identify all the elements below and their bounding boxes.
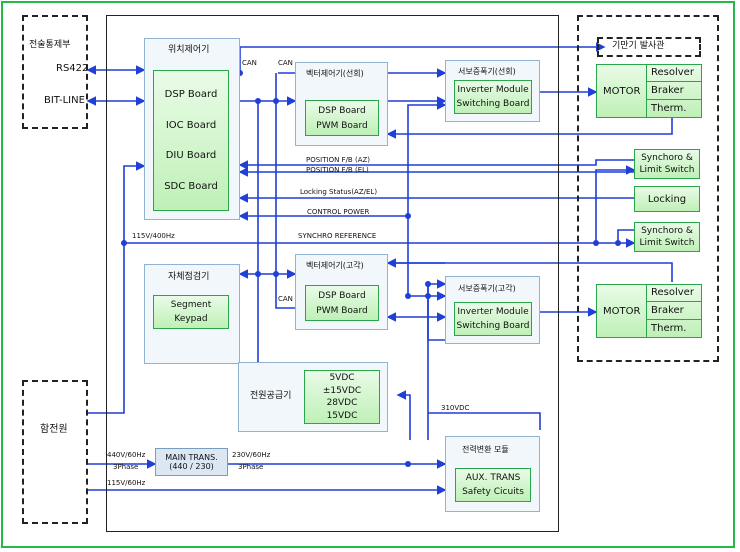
vector-el-pwm: PWM Board	[316, 305, 368, 316]
v440-label: 440V/60Hz	[107, 451, 146, 459]
v440-phase-label: 3Phase	[113, 463, 139, 471]
control-cabinet	[106, 15, 559, 532]
synchro-limit-switch-2: Synchoro & Limit Switch	[634, 222, 700, 252]
v230-label: 230V/60Hz	[232, 451, 271, 459]
segment-keypad: Segment Keypad	[153, 295, 229, 329]
power-supply-title: 전원공급기	[250, 391, 292, 401]
tactical-control-unit	[22, 15, 88, 129]
servo-el-inverter: Inverter Module	[457, 307, 529, 317]
segment-label: Segment	[170, 300, 212, 310]
ship-power-title: 함전원	[40, 424, 68, 435]
motor-el-parts: Resolver Braker Therm.	[646, 284, 702, 338]
power-supply-outputs: 5VDC ±15VDC 28VDC 15VDC	[304, 370, 380, 424]
therm-el: Therm.	[651, 323, 687, 335]
vector-az-title: 벡터제어기(선회)	[306, 69, 364, 78]
can-label-1: CAN	[242, 59, 257, 67]
v115-400-label: 115V/400Hz	[132, 232, 175, 240]
motor-el-label: MOTOR	[603, 306, 641, 317]
resolver-az: Resolver	[647, 64, 702, 82]
vector-el-title: 벡터제어기(고각)	[306, 261, 364, 270]
synchro-reference-label: SYNCHRO REFERENCE	[298, 232, 377, 240]
rs422-label: RS422	[56, 63, 89, 74]
v230-phase-label: 3Phase	[238, 463, 264, 471]
output-15vdc-pm: ±15VDC	[322, 385, 362, 396]
output-5vdc: 5VDC	[329, 373, 355, 384]
braker-az: Braker	[647, 82, 702, 100]
ship-power-unit	[22, 380, 88, 524]
can-label-2: CAN	[278, 59, 293, 67]
main-transformer: MAIN TRANS. (440 / 230)	[155, 448, 228, 476]
motor-az-label: MOTOR	[603, 86, 641, 97]
servo-az-inverter: Inverter Module	[457, 85, 529, 95]
position-fb-el-label: POSITION F/B (EL)	[306, 166, 369, 174]
therm-az: Therm.	[651, 103, 687, 115]
can-label-3: CAN	[278, 295, 293, 303]
keypad-label: Keypad	[174, 314, 208, 324]
motor-el	[596, 284, 702, 338]
servo-el-switching: Switching Board	[456, 321, 530, 331]
v115-60-label: 115V/60Hz	[107, 479, 146, 487]
resolver-el: Resolver	[647, 284, 702, 302]
servo-el-board: Inverter Module Switching Board	[454, 302, 532, 336]
main-trans-ratio: (440 / 230)	[169, 462, 214, 471]
tactical-control-title: 전술통제부	[29, 40, 71, 50]
aux-trans-label: AUX. TRANS	[465, 473, 521, 483]
servo-az-switching: Switching Board	[456, 99, 530, 109]
output-28vdc: 28VDC	[326, 398, 358, 409]
synchro-2-label: Synchoro &	[641, 226, 693, 236]
servo-el-title: 서보증폭기(고각)	[458, 284, 516, 293]
vector-el-dsp: DSP Board	[318, 290, 366, 301]
motor-az	[596, 64, 702, 118]
v310dc-label: 310VDC	[441, 404, 470, 412]
output-15vdc: 15VDC	[326, 410, 358, 421]
launcher-title: 기만기 발사관	[612, 41, 665, 51]
main-trans-label: MAIN TRANS.	[165, 453, 218, 462]
servo-az-board: Inverter Module Switching Board	[454, 80, 532, 114]
sdc-board: SDC Board	[164, 181, 218, 193]
control-power-label: CONTROL POWER	[307, 208, 370, 216]
synchro-limit-switch-1: Synchoro & Limit Switch	[634, 149, 700, 179]
ioc-board: IOC Board	[165, 119, 217, 131]
position-board-stack: DSP Board IOC Board DIU Board SDC Board	[153, 70, 229, 211]
vector-az-pwm: PWM Board	[316, 120, 368, 131]
position-fb-az-label: POSITION F/B (AZ)	[306, 156, 371, 164]
aux-trans-box: AUX. TRANS Safety Cicuits	[455, 468, 531, 502]
position-controller-title: 위치제어기	[168, 45, 210, 55]
motor-az-parts: Resolver Braker Therm.	[646, 64, 702, 118]
safety-circuits-label: Safety Cicuits	[462, 487, 524, 497]
vector-el-board: DSP Board PWM Board	[305, 285, 379, 321]
synchro-1-label: Synchoro &	[641, 153, 693, 163]
locking-box: Locking	[634, 186, 700, 212]
vector-az-board: DSP Board PWM Board	[305, 100, 379, 136]
servo-az-title: 서보증폭기(선회)	[458, 67, 516, 76]
launcher-title-box	[597, 37, 701, 57]
power-conv-title: 전력변환 모듈	[462, 445, 509, 454]
locking-status-label: Locking Status(AZ/EL)	[300, 188, 378, 196]
vector-az-dsp: DSP Board	[318, 105, 366, 116]
locking-label: Locking	[647, 193, 687, 205]
limit-switch-1-label: Limit Switch	[639, 165, 695, 175]
launcher-area	[577, 15, 719, 362]
dsp-board: DSP Board	[164, 88, 218, 100]
limit-switch-2-label: Limit Switch	[639, 238, 695, 248]
self-test-title: 자체점검기	[168, 272, 210, 282]
diu-board: DIU Board	[165, 150, 217, 162]
bitline-label: BIT-LINE	[44, 95, 85, 106]
braker-el: Braker	[647, 302, 702, 320]
